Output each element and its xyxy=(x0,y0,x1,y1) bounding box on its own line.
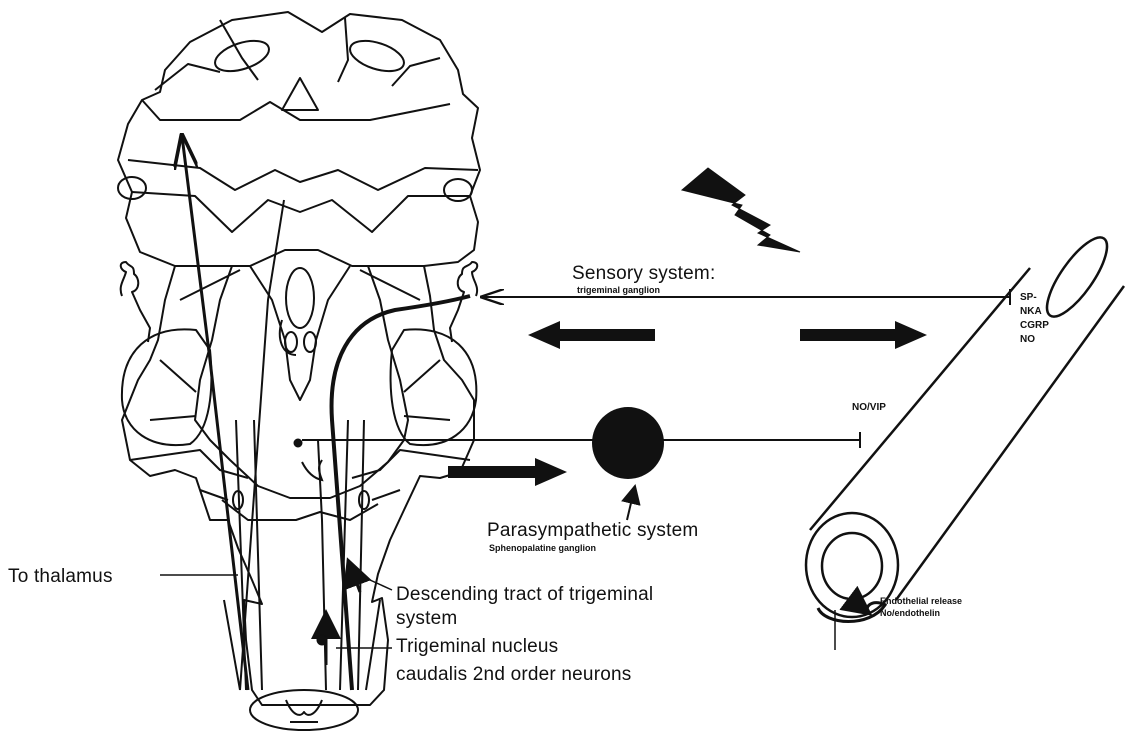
sensory-system-label: Sensory system: xyxy=(572,263,715,284)
right-nerve-root xyxy=(450,262,477,342)
descending-tract-label-2: system xyxy=(396,608,457,629)
arrow-right-icon xyxy=(800,321,927,349)
trigeminal-nucleus-label-1: Trigeminal nucleus xyxy=(396,636,558,657)
sphenopalatine-label: Sphenopalatine ganglion xyxy=(489,543,596,553)
lightning-bolt-icon xyxy=(682,168,800,252)
endothelin-label: No/endothelin xyxy=(880,608,940,618)
aqueduct-triangle xyxy=(282,78,318,110)
arrow-left-icon xyxy=(528,321,655,349)
sensory-pathway xyxy=(482,289,1010,305)
upper-left-oval xyxy=(211,35,272,77)
salivatory-nucleus-dot xyxy=(294,439,302,447)
spinal-cord-section xyxy=(250,690,358,730)
descending-tract-left xyxy=(240,200,284,690)
vessel-label-sp: SP- xyxy=(1020,292,1037,303)
cerebellum-outline xyxy=(118,12,480,266)
arrow-right-parasym-icon xyxy=(448,458,567,486)
upper-right-oval xyxy=(346,35,407,77)
vessel-label-cgrp: CGRP xyxy=(1020,320,1049,331)
left-nerve-root xyxy=(121,262,150,342)
tract-to-thalamus xyxy=(182,136,248,690)
parasympathetic-label: Parasympathetic system xyxy=(487,520,698,541)
descending-tract-label-1: Descending tract of trigeminal xyxy=(396,584,653,605)
thalamus-label: To thalamus xyxy=(8,566,113,587)
descending-tract xyxy=(332,296,470,690)
right-peduncle xyxy=(391,329,477,445)
second-order-neuron xyxy=(317,635,327,645)
vessel-lumen-inner xyxy=(822,533,882,599)
sphenopalatine-ganglion xyxy=(592,407,664,479)
ganglion-pointer xyxy=(627,486,635,520)
nomp-label: NO/VIP xyxy=(852,402,886,413)
parasympathetic-pathway xyxy=(302,432,860,520)
endothelial-release-label: Endothelial release xyxy=(880,596,962,606)
endothelial-curl-arrow xyxy=(818,603,885,622)
trigeminal-ganglion-label: trigeminal ganglion xyxy=(577,285,660,295)
vessel-label-nka: NKA xyxy=(1020,306,1042,317)
trigeminal-nucleus-label-2: caudalis 2nd order neurons xyxy=(396,664,631,685)
vessel-label-no: NO xyxy=(1020,334,1035,345)
